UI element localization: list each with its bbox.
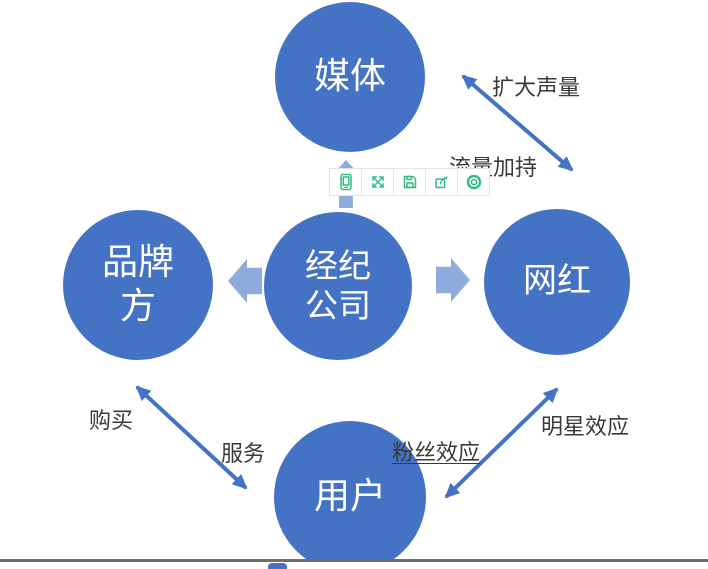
block-arrow-agency-to-brand[interactable] <box>228 259 262 303</box>
node-influencer[interactable]: 网红 <box>484 209 630 355</box>
share-icon <box>434 176 448 189</box>
block-arrow-agency-to-influencer[interactable] <box>436 258 470 302</box>
node-user[interactable]: 用户 <box>274 421 426 569</box>
label-purchase[interactable]: 购买 <box>89 409 134 434</box>
node-user-label: 用户 <box>313 476 386 518</box>
save-button[interactable] <box>394 169 426 195</box>
double-arrow-user-influencer[interactable] <box>435 378 569 508</box>
label-star-effect[interactable]: 明星效应 <box>541 415 630 440</box>
share-button[interactable] <box>426 169 458 195</box>
label-service[interactable]: 服务 <box>221 442 266 467</box>
node-influencer-label: 网红 <box>523 261 591 302</box>
node-media-label: 媒体 <box>313 56 386 98</box>
node-media[interactable]: 媒体 <box>275 2 425 152</box>
node-agency-label: 经纪 公司 <box>305 245 371 325</box>
next-shape-peek <box>268 563 287 569</box>
settings-button[interactable] <box>458 169 489 195</box>
node-brand[interactable]: 品牌 方 <box>63 210 213 360</box>
node-brand-label: 品牌 方 <box>101 242 174 327</box>
label-expand-voice[interactable]: 扩大声量 <box>492 76 581 101</box>
area-below-slide <box>0 562 708 569</box>
double-arrow-brand-user[interactable] <box>126 376 258 500</box>
mobile-preview-button[interactable] <box>330 169 362 195</box>
fullscreen-button[interactable] <box>362 169 394 195</box>
floating-toolbar <box>329 168 490 196</box>
save-icon <box>403 175 416 189</box>
slide-bottom-edge-line <box>0 559 708 562</box>
double-arrow-media-influencer[interactable] <box>452 64 582 180</box>
node-agency[interactable]: 经纪 公司 <box>264 212 412 360</box>
settings-icon <box>466 174 481 190</box>
label-fan-effect[interactable]: 粉丝效应 <box>392 441 481 466</box>
fullscreen-icon <box>371 176 384 188</box>
mobile-preview-icon <box>339 173 352 191</box>
